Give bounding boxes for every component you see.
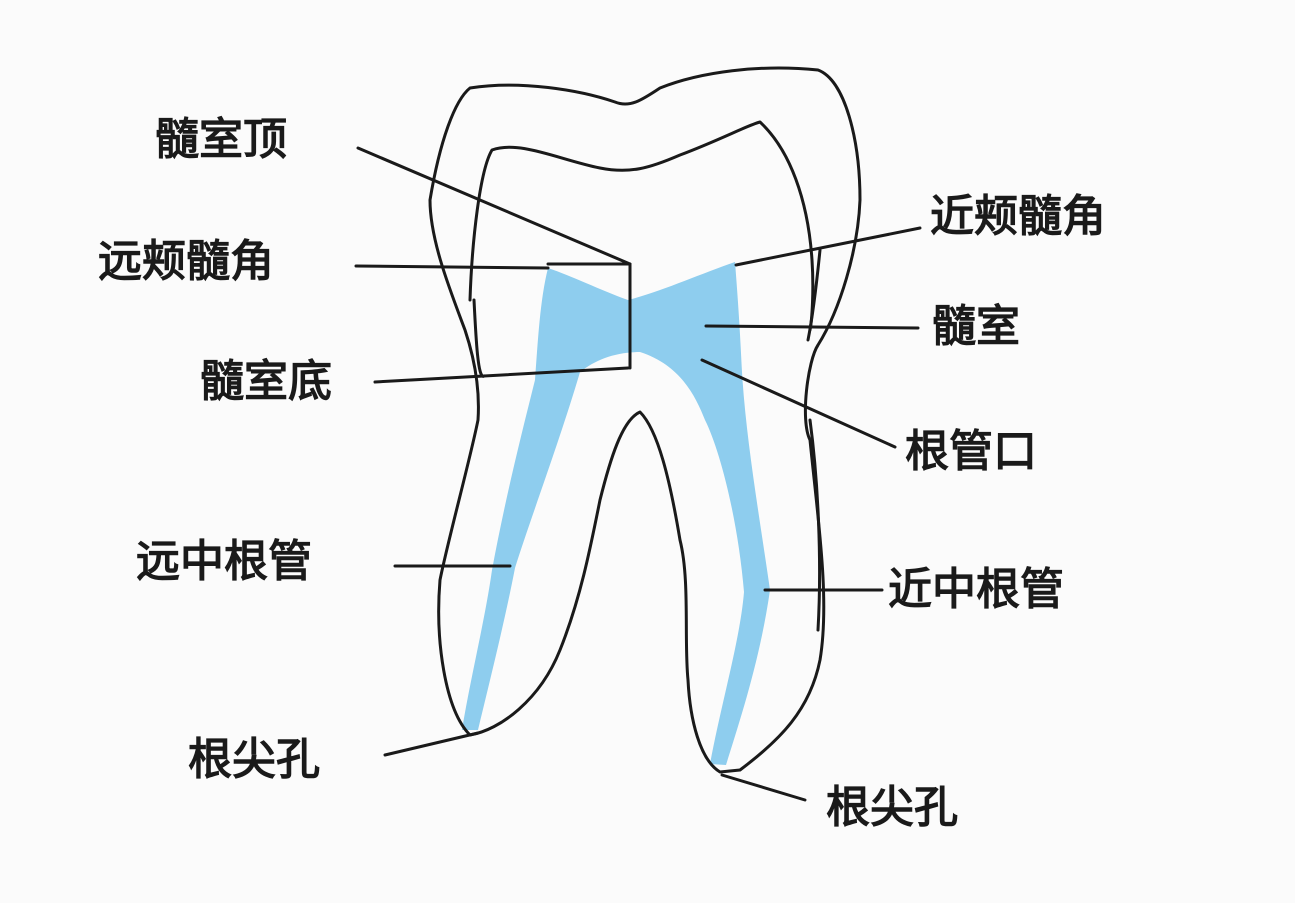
label-pulp-chamber-roof: 髓室顶 <box>155 114 287 165</box>
pulp-cavity-fill <box>462 262 770 765</box>
label-mesiobuccal-pulp-horn: 近颊髓角 <box>930 191 1106 242</box>
label-pulp-chamber: 髓室 <box>932 301 1020 352</box>
label-apical-foramen-mesial: 根尖孔 <box>826 782 958 833</box>
label-distobuccal-pulp-horn: 远颊髓角 <box>98 236 274 287</box>
root-side-line-right-lower <box>808 418 822 632</box>
label-mesial-canal: 近中根管 <box>888 564 1064 615</box>
leader-pulp-chamber-roof <box>356 146 632 266</box>
leader-apical-foramen-left <box>383 731 480 757</box>
leader-pulp-chamber <box>704 324 920 330</box>
enamel-inner-line <box>468 120 815 332</box>
tooth-outer-outline <box>428 66 862 774</box>
leader-pulp-floor <box>373 366 630 384</box>
label-apical-foramen-distal: 根尖孔 <box>188 734 320 785</box>
leader-distobuccal-horn <box>354 264 550 270</box>
leader-mesiobuccal-horn <box>734 226 922 267</box>
root-side-line-right <box>806 248 822 342</box>
label-distal-canal: 远中根管 <box>136 536 312 587</box>
label-pulp-chamber-floor: 髓室底 <box>200 356 332 407</box>
leader-apical-foramen-right <box>720 773 807 802</box>
leader-canal-orifice <box>700 358 897 449</box>
label-canal-orifice: 根管口 <box>905 426 1037 477</box>
